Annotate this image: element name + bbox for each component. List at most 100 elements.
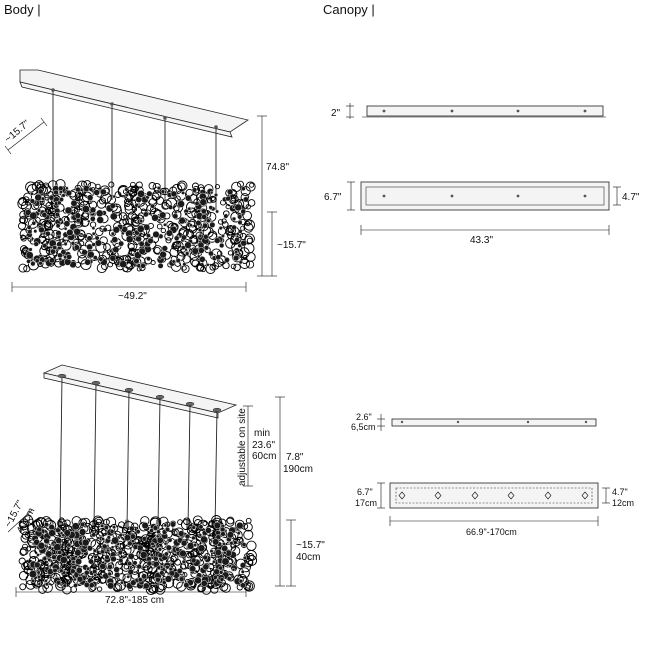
top-cluster-ring [108,181,115,188]
top-cluster-ring [114,191,122,198]
top-cluster-ring [99,185,110,196]
top-body-drawing: ~15.7" 74.8" ~15.7" ~49.2" [3,69,306,302]
bottom-cluster-cm-label: 40cm [296,552,320,563]
bottom-cluster-ring [219,526,226,533]
bottom-wire-cap [185,401,195,407]
top-cluster-ring [111,236,119,244]
top-cluster-ring [78,188,87,196]
top-cluster-ring [43,228,55,240]
bottom-cluster-ring [211,552,217,559]
top-cluster-ring [108,254,118,264]
bottom-cluster-ring [74,549,82,557]
bottom-cluster-ring [189,565,197,573]
bottom-canopy-inner-depth-cm-label: 12cm [612,498,634,508]
bottom-cluster-ring [127,568,135,576]
bottom-cluster-ring [42,556,48,562]
bottom-cluster-ring [101,537,105,541]
top-cluster-ring [41,212,48,218]
bottom-cluster-ring [132,544,139,550]
bottom-cluster-ring [48,524,55,531]
top-cluster-ring [195,219,202,227]
top-cluster-ring [102,251,111,260]
top-cluster-ring [184,194,192,202]
top-canopy-drawing: 2" 6.7" 4.7" 43.3" [324,103,640,246]
bottom-cluster-ring [109,528,115,534]
bottom-cluster-ring [150,541,155,546]
bottom-cluster-ring [163,523,168,528]
top-cluster-ring [167,204,174,210]
bottom-cluster-ring [42,518,54,529]
top-cluster-ring [82,185,90,192]
bottom-cluster-ring [164,526,171,533]
top-cluster-ring [29,198,36,204]
bottom-cluster-ring [59,556,68,564]
top-cluster-ring [198,247,205,254]
bottom-cluster-ring [161,580,167,586]
bottom-cluster-ring [176,568,183,574]
top-cluster-ring [125,235,134,244]
top-cluster-ring [23,265,31,273]
top-cluster-ring [125,255,131,262]
top-cluster-ring [20,234,26,241]
top-cluster-ring [222,221,229,228]
bottom-cluster-ring [117,549,123,556]
bottom-cluster-ring [146,571,154,579]
bottom-cluster-ring [232,540,238,545]
min-cm-label: 60cm [252,451,276,462]
top-cluster-ring [96,216,104,224]
top-cluster-ring [110,231,115,236]
bottom-canopy-side-view [391,418,597,427]
top-cluster-ring [199,198,207,206]
bottom-cluster-ring [139,551,148,559]
bottom-cluster-ring [214,549,222,557]
top-cluster-ring [241,257,248,264]
top-cluster-ring [161,245,168,252]
bottom-cluster-ring [238,578,244,584]
top-cluster-ring [109,255,117,262]
bottom-canopy-plan-view [389,482,599,509]
bottom-cluster-ring [165,564,170,570]
top-depth-label: ~15.7" [3,118,33,145]
bottom-cluster-ring [246,540,257,551]
bottom-cluster-ring [70,568,76,574]
bottom-cluster-ring [142,582,150,590]
top-cluster-ring [214,237,221,244]
bottom-wire [93,382,97,529]
top-cluster-ring [205,262,210,267]
bottom-cluster-ring [37,541,46,550]
top-cluster-ring [58,217,63,222]
top-cluster-ring [205,263,216,274]
top-cluster-ring [247,199,256,207]
bottom-cluster-ring [231,567,236,572]
bottom-cluster-ring [113,584,121,592]
top-cluster-ring [232,254,240,262]
bottom-cluster-ring [212,574,218,580]
bottom-cluster-ring [107,564,113,570]
bottom-cluster-ring [167,537,173,543]
bottom-cluster-ring [200,535,208,544]
bottom-cluster-ring [130,539,135,544]
top-cluster-ring [123,198,130,205]
top-depth-dim-line [7,121,45,151]
bottom-cluster-ring [51,554,57,560]
top-cluster-ring [73,244,80,251]
bottom-cluster-ring [146,560,153,567]
bottom-cluster-ring [75,558,83,566]
top-cluster-ring [91,231,96,236]
top-cluster-ring [240,239,247,247]
bottom-cluster-ring [200,580,208,587]
bottom-cluster-ring [138,570,149,581]
top-cluster-ring [208,250,214,257]
top-cluster-ring [112,226,120,234]
top-cluster-ring [177,232,183,238]
top-cluster-ring [94,235,100,241]
top-cluster-ring [184,251,190,256]
bottom-body-drawing: ~15.7" 40 cm adjustable on site min 23.6… [3,364,325,606]
top-length-label: ~49.2" [118,291,147,302]
top-cluster-ring [118,212,128,221]
bottom-cluster-ring [172,578,183,589]
top-cluster-ring [57,245,62,251]
bottom-cluster-ring [127,552,135,560]
top-cluster-ring [92,255,98,261]
bottom-cluster-ring [37,574,41,579]
